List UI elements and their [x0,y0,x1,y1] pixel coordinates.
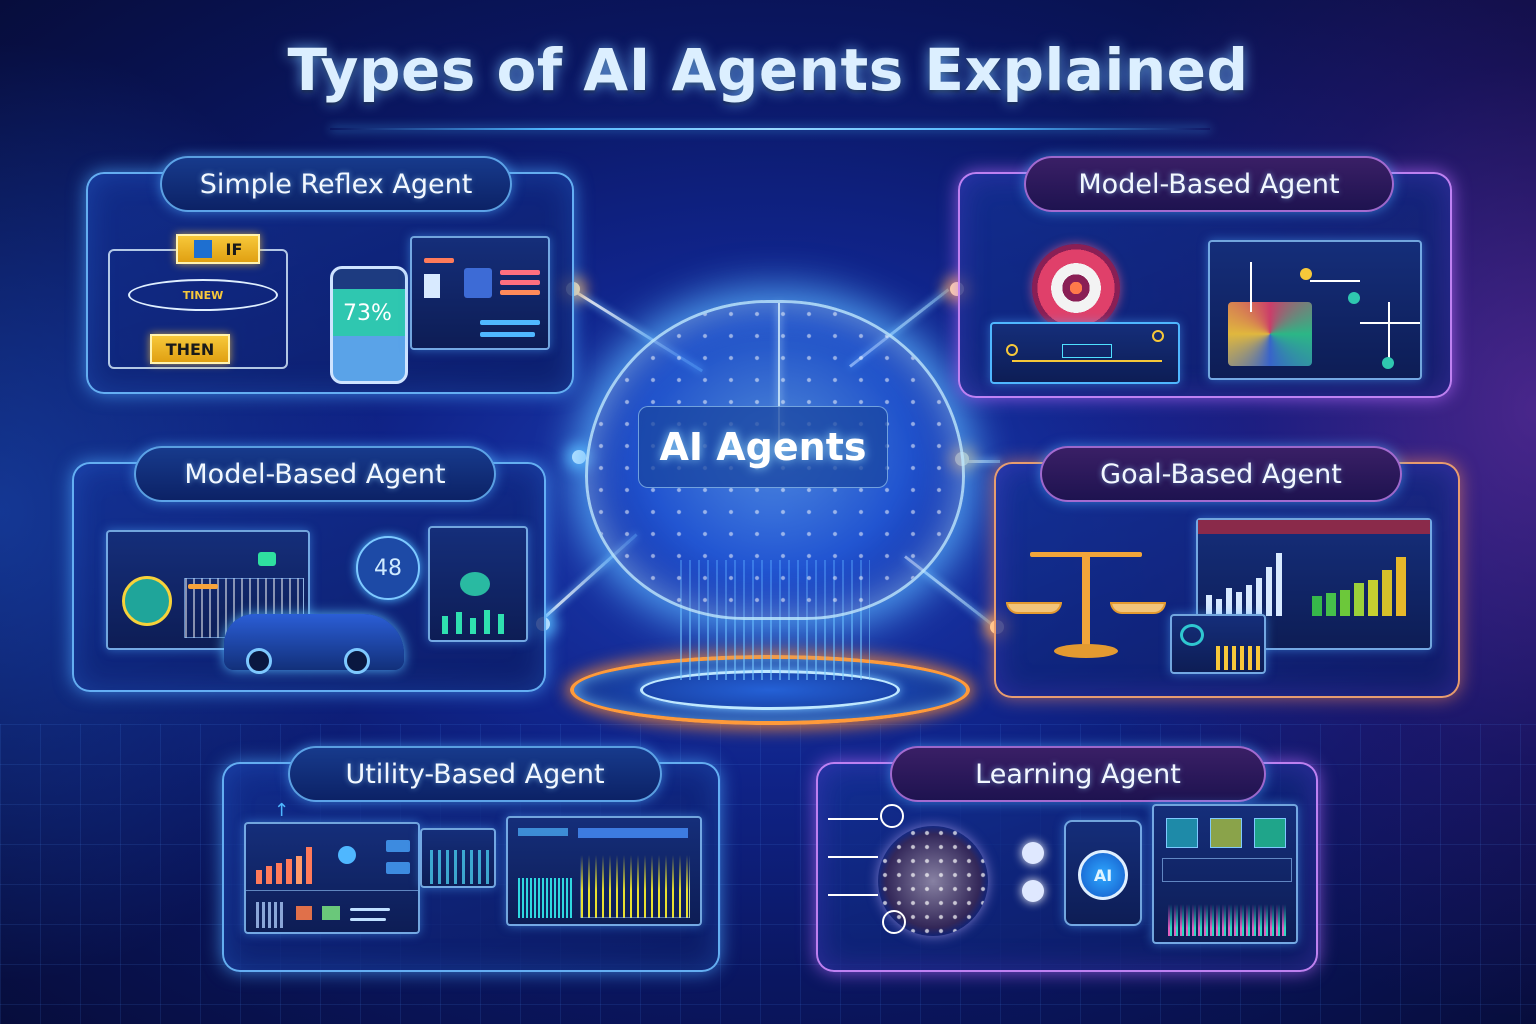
center-label: AI Agents [638,406,888,488]
panel-title: Simple Reflex Agent [160,156,512,212]
trend-chart-icon [244,822,420,934]
arrow-up-icon: ↑ [274,800,290,821]
connector-goal-based [960,460,1000,463]
output-node [1022,842,1044,864]
panel-learning[interactable]: Learning Agent AI [816,746,1318,972]
panel-title: Model-Based Agent [1024,156,1394,212]
decision-ellipse: TINEW [128,279,278,311]
panel-utility-based[interactable]: Utility-Based Agent ↑ [222,746,720,972]
phone-value: 73% [343,301,392,326]
growth-chart-icon [1312,550,1422,616]
connector-node [572,450,586,464]
network-node [828,818,878,820]
gauge-icon [122,576,172,626]
network-node [828,856,878,858]
bubble-value: 48 [374,555,402,581]
square-icon [193,240,212,258]
title-underline [330,128,1210,130]
panel-title: Goal-Based Agent [1040,446,1402,502]
panel-title: Utility-Based Agent [288,746,662,802]
panel-simple-reflex[interactable]: Simple Reflex Agent IF TINEW THEN 73% [86,156,574,394]
map-tree-icon [1208,240,1422,380]
page-title: Types of AI Agents Explained [287,36,1249,104]
scales-icon [1006,540,1166,670]
then-block: THEN [150,334,230,364]
ai-badge: AI [1093,865,1113,885]
waveform-icon [506,816,702,926]
lightbulb-icon [882,910,906,934]
panel-title: Model-Based Agent [134,446,496,502]
neural-network-icon [878,826,988,936]
if-label: IF [225,239,243,259]
device-icon: AI [1064,820,1142,926]
analytics-icon [1152,804,1298,944]
smartphone-icon: 73% [330,266,408,384]
panel-model-based-left[interactable]: Model-Based Agent 48 [72,446,546,692]
dashboard-icon [428,526,528,642]
value-bubble: 48 [356,536,420,600]
analytics-icon [1170,614,1266,674]
if-block: IF [176,234,260,264]
bar-chart [1206,546,1302,616]
then-label: THEN [165,339,215,359]
output-node [1022,880,1044,902]
dashboard-icon [410,236,550,350]
decision-label: TINEW [182,288,224,302]
circuit-icon [990,322,1180,384]
target-icon [1032,244,1120,332]
brain-hemisphere-divider [778,303,780,443]
mini-chart [420,828,496,888]
panel-title: Learning Agent [890,746,1266,802]
lightbulb-icon [880,804,904,828]
panel-goal-based[interactable]: Goal-Based Agent [994,446,1460,698]
panel-model-based-top[interactable]: Model-Based Agent [958,156,1452,398]
network-node [828,894,878,896]
car-icon [224,614,404,674]
